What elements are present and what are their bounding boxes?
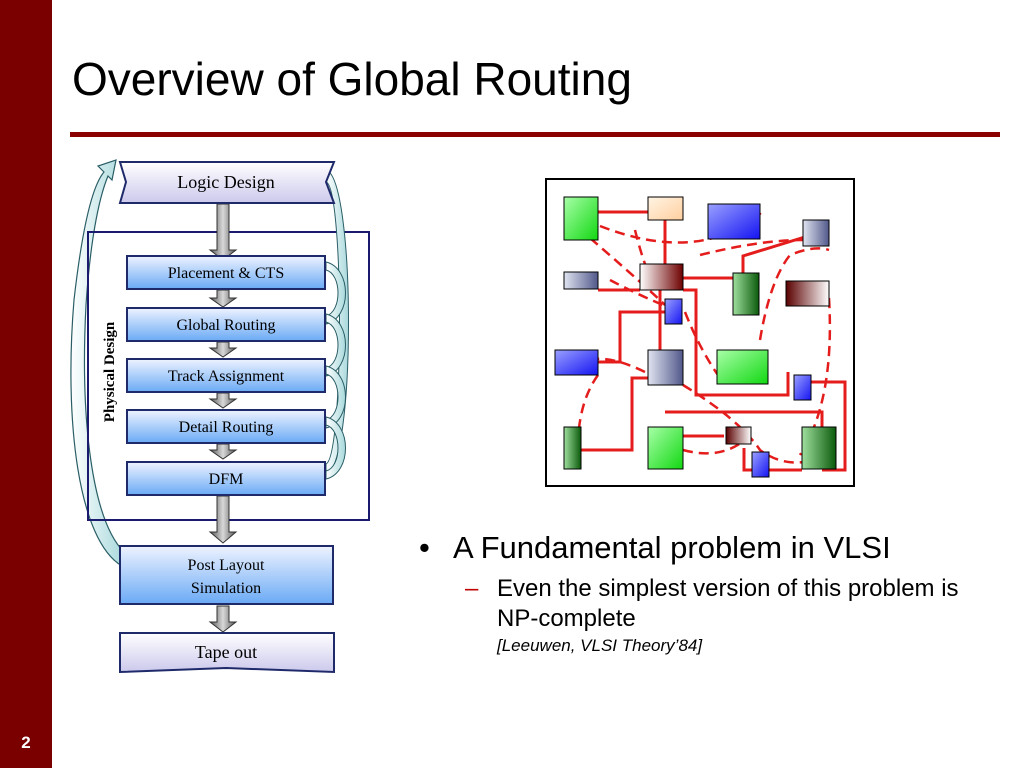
step-label: Tape out xyxy=(195,642,257,662)
cell xyxy=(801,426,837,470)
cell xyxy=(664,298,683,325)
title-rule xyxy=(70,132,1000,137)
cell xyxy=(802,219,830,247)
cell xyxy=(563,196,599,241)
cell xyxy=(716,349,769,385)
cell xyxy=(554,349,599,376)
step-global-routing: Global Routing xyxy=(126,307,326,342)
step-label: Track Assignment xyxy=(168,368,285,385)
step-label: Global Routing xyxy=(176,317,275,334)
cell xyxy=(785,280,830,307)
citation: [Leeuwen, VLSI Theory’84] xyxy=(497,636,703,655)
cell xyxy=(732,272,760,316)
step-placement-cts: Placement & CTS xyxy=(126,255,326,290)
slide-title: Overview of Global Routing xyxy=(72,53,632,105)
bullet-dash: – xyxy=(465,575,479,602)
step-tape-out: Tape out xyxy=(119,632,335,674)
cell xyxy=(639,263,684,291)
step-label: DFM xyxy=(209,471,244,488)
cell xyxy=(725,426,752,445)
cell xyxy=(707,203,761,240)
bullet-list: • A Fundamental problem in VLSI – Even t… xyxy=(415,528,975,658)
iteration-loops xyxy=(325,169,349,480)
physical-design-label: Physical Design xyxy=(102,321,118,422)
step-dfm: DFM xyxy=(126,461,326,496)
bullet-sub-text: Even the simplest version of this proble… xyxy=(497,575,959,632)
cell xyxy=(647,349,684,386)
step-label: Logic Design xyxy=(177,172,274,192)
flow-arrows xyxy=(208,203,238,633)
cell xyxy=(793,374,812,401)
bullet-dot: • xyxy=(419,530,430,565)
cell xyxy=(751,451,770,478)
page-number: 2 xyxy=(21,733,31,752)
cell xyxy=(647,426,684,470)
step-track-assignment: Track Assignment xyxy=(126,358,326,393)
step-label: Detail Routing xyxy=(179,419,274,436)
bullet-main-text: A Fundamental problem in VLSI xyxy=(453,530,891,565)
routing-illustration xyxy=(545,178,855,487)
bullet-sub: – Even the simplest version of this prob… xyxy=(415,574,975,658)
step-detail-routing: Detail Routing xyxy=(126,409,326,444)
cell xyxy=(647,196,684,221)
cell xyxy=(563,271,599,290)
step-label: Placement & CTS xyxy=(168,265,284,282)
cell xyxy=(563,426,582,470)
sidebar-bar: 2 xyxy=(0,0,52,768)
bullet-main: • A Fundamental problem in VLSI xyxy=(415,528,975,568)
step-logic-design: Logic Design xyxy=(118,161,336,204)
